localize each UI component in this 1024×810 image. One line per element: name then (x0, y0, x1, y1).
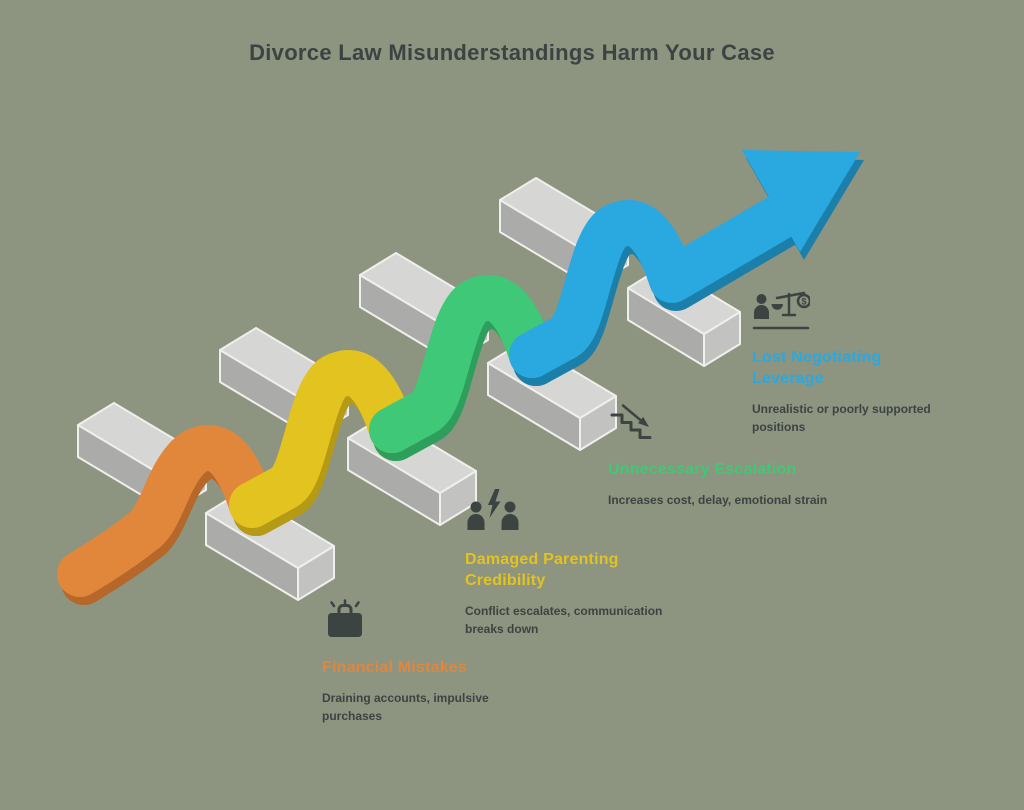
descending-stairs-icon (610, 404, 652, 439)
ribbon-segment-lost-leverage (509, 189, 811, 378)
ribbon-segment-damaged-parenting (229, 350, 415, 528)
stage-financial-mistakes: Financial Mistakes Draining accounts, im… (322, 598, 522, 726)
stage-description: Draining accounts, impulsive purchases (322, 690, 489, 724)
stage-damaged-parenting-credibility: Damaged Parenting Credibility Conflict e… (465, 488, 700, 639)
stage-lost-negotiating-leverage: $ Lost Negotiating Leverage Unrealistic … (752, 284, 967, 437)
ribbon-segment-financial-mistakes (57, 425, 275, 597)
stage-heading: Lost Negotiating Leverage (752, 349, 882, 387)
conflict-people-icon (467, 489, 519, 530)
stage-heading: Damaged Parenting Credibility (465, 551, 619, 589)
page-title: Divorce Law Misunderstandings Harm Your … (249, 40, 775, 65)
ribbon (57, 150, 860, 597)
stage-heading: Unnecessary Escalation (608, 461, 797, 478)
dollar-sign: $ (801, 297, 806, 307)
stage-description: Increases cost, delay, emotional strain (608, 492, 828, 507)
scale-person-icon: $ (752, 291, 810, 330)
stage-description: Unrealistic or poorly supported position… (752, 401, 931, 435)
arrow-head (742, 150, 860, 252)
briefcase-icon (328, 599, 362, 637)
stage-unnecessary-escalation: Unnecessary Escalation Increases cost, d… (608, 402, 833, 509)
stage-heading: Financial Mistakes (322, 659, 467, 676)
ribbon-segment-unnecessary-escalation (369, 275, 555, 453)
stage-description: Conflict escalates, communication breaks… (465, 603, 663, 637)
